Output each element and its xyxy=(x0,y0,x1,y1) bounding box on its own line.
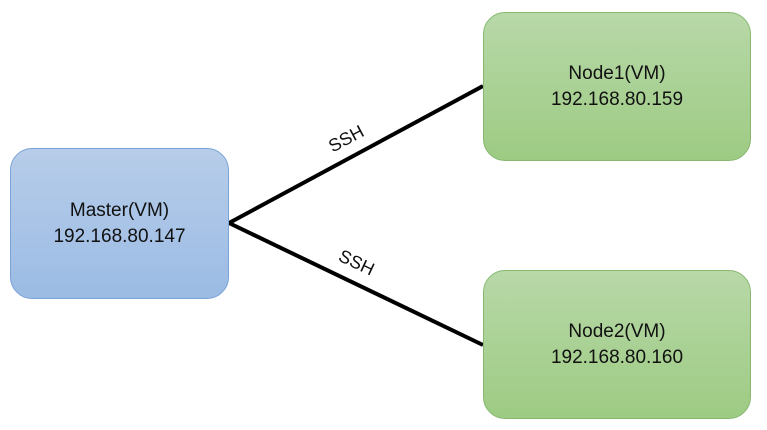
edge-master-node1 xyxy=(228,84,484,225)
edge-label-node2: SSH xyxy=(336,246,378,280)
master-vm-title: Master(VM) xyxy=(69,199,170,221)
master-vm-node: Master(VM) 192.168.80.147 xyxy=(10,148,229,299)
edge-master-node2 xyxy=(228,221,484,347)
node1-vm-title: Node1(VM) xyxy=(568,62,666,84)
master-vm-ip: 192.168.80.147 xyxy=(53,225,186,247)
node1-vm-node: Node1(VM) 192.168.80.159 xyxy=(483,12,751,161)
node1-vm-ip: 192.168.80.159 xyxy=(550,88,684,110)
node2-vm-node: Node2(VM) 192.168.80.160 xyxy=(483,270,751,419)
node2-vm-ip: 192.168.80.160 xyxy=(550,346,684,368)
node2-vm-title: Node2(VM) xyxy=(568,320,666,342)
